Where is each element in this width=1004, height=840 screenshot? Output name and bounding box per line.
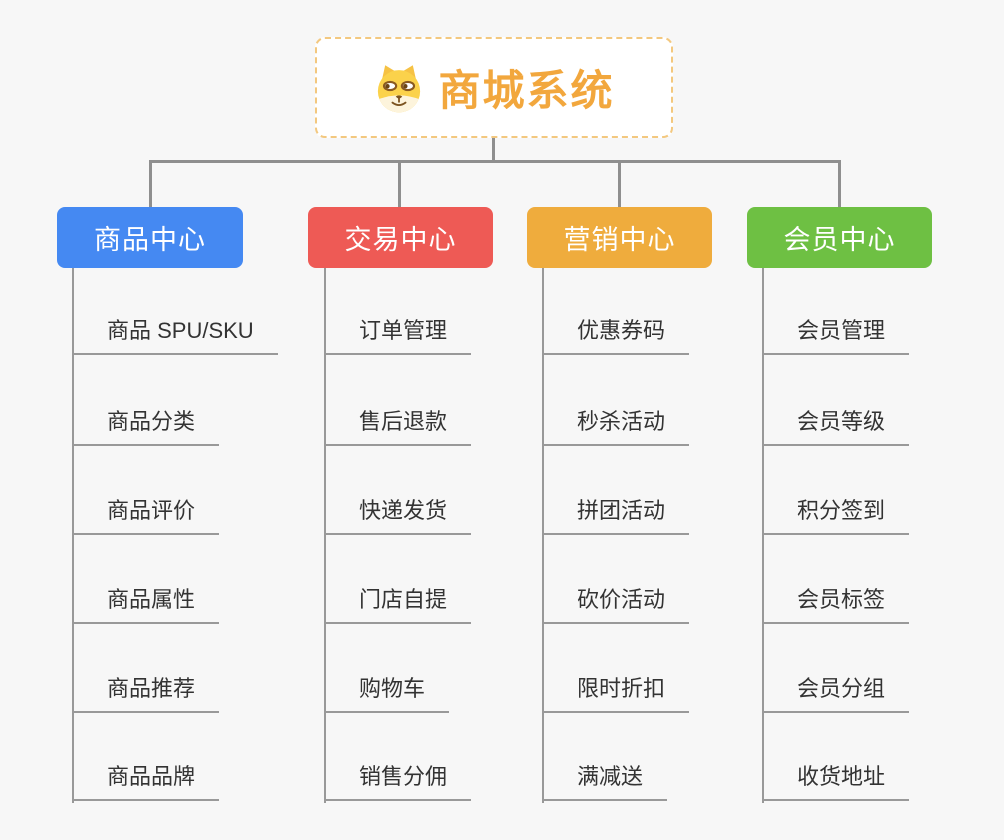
root-node[interactable]: 商城系统 [315, 37, 673, 138]
root-title: 商城系统 [438, 67, 615, 114]
node-item[interactable]: 砍价活动 [542, 584, 690, 624]
node-item[interactable]: 商品评价 [72, 495, 220, 535]
connector-drop-trade [398, 160, 401, 208]
node-item[interactable]: 快递发货 [324, 495, 472, 535]
spine-member [762, 268, 764, 803]
connector-drop-product [149, 160, 152, 208]
node-item[interactable]: 订单管理 [324, 315, 472, 355]
doge-icon [373, 62, 425, 114]
node-item[interactable]: 商品分类 [72, 406, 220, 446]
node-item[interactable]: 会员管理 [762, 315, 910, 355]
node-item[interactable]: 会员等级 [762, 406, 910, 446]
node-item[interactable]: 会员标签 [762, 584, 910, 624]
node-item[interactable]: 销售分佣 [324, 761, 472, 801]
node-item[interactable]: 商品品牌 [72, 761, 220, 801]
node-item[interactable]: 收货地址 [762, 761, 910, 801]
connector-root-stem [492, 138, 495, 162]
branch-member-center[interactable]: 会员中心 [747, 207, 932, 268]
spine-trade [324, 268, 326, 803]
node-item[interactable]: 商品 SPU/SKU [72, 315, 278, 355]
node-item[interactable]: 购物车 [324, 673, 450, 713]
branch-marketing-center[interactable]: 营销中心 [527, 207, 712, 268]
branch-trade-center[interactable]: 交易中心 [308, 207, 493, 268]
node-item[interactable]: 商品属性 [72, 584, 220, 624]
node-item[interactable]: 商品推荐 [72, 673, 220, 713]
node-item[interactable]: 积分签到 [762, 495, 910, 535]
spine-product [72, 268, 74, 803]
spine-marketing [542, 268, 544, 803]
node-item[interactable]: 满减送 [542, 761, 668, 801]
node-item[interactable]: 优惠券码 [542, 315, 690, 355]
connector-drop-member [838, 160, 841, 208]
branch-product-center[interactable]: 商品中心 [57, 207, 243, 268]
node-item[interactable]: 售后退款 [324, 406, 472, 446]
connector-horizontal-bar [149, 160, 841, 163]
node-item[interactable]: 会员分组 [762, 673, 910, 713]
node-item[interactable]: 限时折扣 [542, 673, 690, 713]
connector-drop-marketing [618, 160, 621, 208]
node-item[interactable]: 门店自提 [324, 584, 472, 624]
node-item[interactable]: 秒杀活动 [542, 406, 690, 446]
node-item[interactable]: 拼团活动 [542, 495, 690, 535]
